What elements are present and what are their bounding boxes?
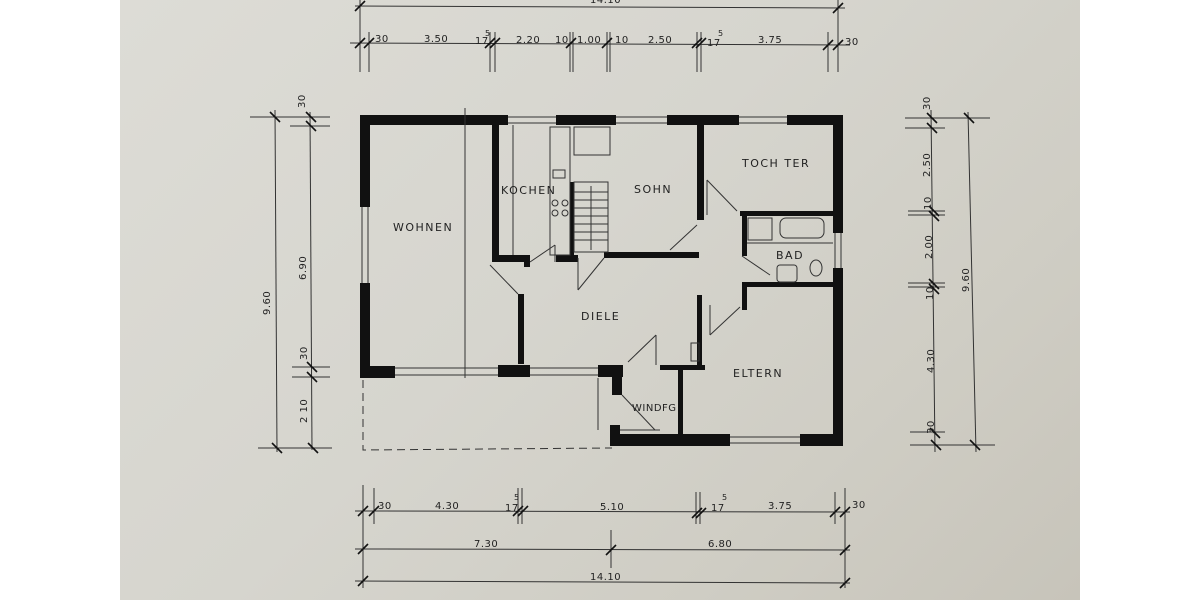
dim-top-seg: 2.50 bbox=[648, 35, 672, 46]
room-label-wohnen: WOHNEN bbox=[393, 221, 453, 234]
room-label-tochter: TOCH TER bbox=[741, 157, 810, 170]
dim-left-seg: 2 10 bbox=[299, 399, 310, 423]
dim-left-seg: 30 bbox=[299, 346, 310, 360]
dim-right-overall: 9.60 bbox=[961, 268, 972, 292]
dim-bottom-row2: 6.80 bbox=[708, 539, 732, 550]
dim-top-seg: 30 bbox=[845, 37, 859, 48]
dim-bottom-row2: 7.30 bbox=[474, 539, 498, 550]
dim-bottom-seg: 17 bbox=[505, 503, 519, 514]
dim-top-seg: 1.00 bbox=[577, 35, 601, 46]
dim-top-seg: 10 bbox=[615, 35, 629, 46]
dim-left-seg: 30 bbox=[297, 94, 308, 108]
dim-top-overall: 14.10 bbox=[590, 0, 621, 6]
paper-sheet bbox=[120, 0, 1080, 600]
dim-right-seg: 2.00 bbox=[924, 235, 935, 259]
room-label-windfg: WINDFG bbox=[632, 403, 677, 414]
room-label-diele: DIELE bbox=[581, 310, 620, 323]
dim-top-seg: 2.20 bbox=[516, 35, 540, 46]
room-label-eltern: ELTERN bbox=[733, 367, 783, 380]
dim-top-seg-sup: 5 bbox=[718, 29, 723, 38]
dim-bottom-seg: 5.10 bbox=[600, 502, 624, 513]
dim-right-seg: 30 bbox=[922, 96, 933, 110]
dim-top-seg: 10 bbox=[555, 35, 569, 46]
dim-top-seg: 17 bbox=[707, 38, 721, 49]
dim-top-seg-sup: 5 bbox=[485, 29, 490, 38]
walls bbox=[360, 115, 843, 446]
dim-right-seg: 10 bbox=[923, 196, 934, 210]
dim-bottom-seg: 4.30 bbox=[435, 501, 459, 512]
dim-bottom-seg: 17 bbox=[711, 503, 725, 514]
dim-right-seg: 30 bbox=[926, 420, 937, 434]
dim-top-seg: 3.50 bbox=[424, 34, 448, 45]
dim-right-seg: 2.50 bbox=[922, 153, 933, 177]
dim-top-seg: 17 bbox=[475, 36, 489, 47]
dim-right-seg: 10 bbox=[925, 286, 936, 300]
dim-top-seg: 3.75 bbox=[758, 35, 782, 46]
dim-bottom-seg: 30 bbox=[852, 500, 866, 511]
dim-right-seg: 4.30 bbox=[926, 349, 937, 373]
dim-bottom-overall: 14.10 bbox=[590, 572, 621, 583]
dim-left-overall: 9.60 bbox=[262, 291, 273, 315]
dim-bottom-seg-sup: 5 bbox=[722, 493, 727, 502]
room-label-sohn: SOHN bbox=[634, 183, 672, 196]
room-label-bad: BAD bbox=[776, 249, 804, 262]
dim-bottom-seg: 30 bbox=[378, 501, 392, 512]
dim-top-seg: 30 bbox=[375, 34, 389, 45]
dim-bottom-seg-sup: 5 bbox=[514, 493, 519, 502]
dim-left-seg: 6.90 bbox=[298, 256, 309, 280]
dim-bottom-seg: 3.75 bbox=[768, 501, 792, 512]
room-label-kochen: KOCHEN bbox=[501, 184, 556, 197]
